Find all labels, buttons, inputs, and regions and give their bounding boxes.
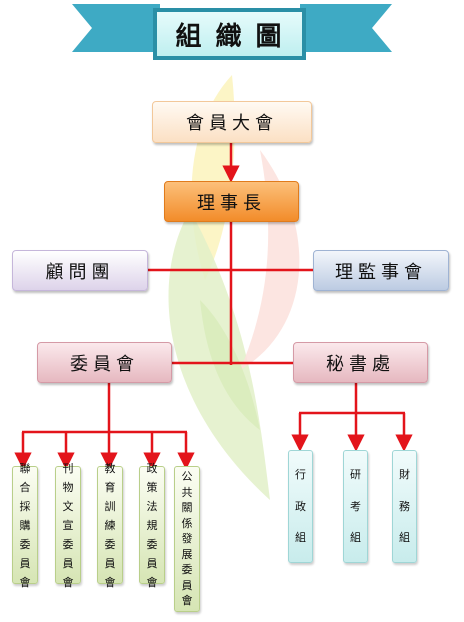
committee-char: 委 — [104, 537, 116, 551]
node-general-assembly: 會員大會 — [152, 101, 312, 143]
node-secretariat: 秘書處 — [293, 342, 428, 383]
ribbon-right-tail — [300, 4, 392, 52]
committee-char: 員 — [19, 556, 31, 570]
committee-char: 會 — [181, 594, 193, 608]
title-ribbon — [72, 4, 392, 60]
committee-char: 員 — [146, 556, 158, 570]
node-committees-label: 委員會 — [70, 353, 139, 375]
section-char: 政 — [295, 499, 306, 513]
committee-char: 購 — [19, 518, 31, 532]
committee-char: 訓 — [104, 499, 116, 513]
committee-box: 政 策 法 規 委 員 會 — [139, 462, 165, 589]
committee-box: 聯 合 採 購 委 員 會 — [12, 462, 38, 589]
node-board-of-supervisors: 理監事會 — [313, 250, 449, 291]
section-box: 研 考 組 — [343, 450, 368, 563]
committee-char: 關 — [181, 501, 193, 515]
committee-char: 聯 — [19, 461, 31, 475]
committee-char: 會 — [19, 575, 31, 589]
node-chairman: 理事長 — [164, 181, 299, 222]
committee-char: 會 — [62, 575, 74, 589]
committee-char: 發 — [181, 532, 193, 546]
section-char: 組 — [350, 530, 361, 544]
committee-char: 委 — [146, 537, 158, 551]
committee-char: 共 — [181, 485, 193, 499]
node-secretariat-label: 秘書處 — [326, 353, 395, 375]
committee-char: 練 — [104, 518, 116, 532]
node-advisory-group: 顧問團 — [12, 250, 148, 291]
committee-char: 政 — [146, 461, 158, 475]
committee-char: 委 — [62, 537, 74, 551]
committee-char: 係 — [181, 516, 193, 530]
committee-box: 公 共 關 係 發 展 委 員 會 — [174, 466, 200, 612]
committee-char: 物 — [62, 480, 74, 494]
node-advisory-group-label: 顧問團 — [45, 261, 115, 283]
section-char: 組 — [295, 530, 306, 544]
committee-char: 規 — [146, 518, 158, 532]
page-title-text: 組織圖 — [175, 21, 296, 52]
ribbon-left-tail — [72, 4, 160, 52]
committee-char: 公 — [181, 470, 193, 484]
section-char: 務 — [399, 499, 410, 513]
section-box: 行 政 組 — [288, 450, 313, 563]
section-char: 研 — [350, 468, 361, 482]
section-char: 考 — [350, 499, 361, 513]
section-box: 財 務 組 — [392, 450, 417, 563]
committee-char: 展 — [181, 547, 193, 561]
section-char: 行 — [295, 468, 306, 482]
committee-char: 策 — [146, 480, 158, 494]
node-board-of-supervisors-label: 理監事會 — [335, 261, 427, 283]
section-char: 財 — [399, 468, 410, 482]
committee-char: 刊 — [62, 461, 74, 475]
committee-box: 教 育 訓 練 委 員 會 — [97, 462, 123, 589]
node-chairman-label: 理事長 — [197, 192, 266, 214]
committee-char: 法 — [146, 499, 158, 513]
node-committees: 委員會 — [37, 342, 172, 383]
committee-char: 合 — [19, 480, 31, 494]
committee-char: 會 — [104, 575, 116, 589]
committee-char: 員 — [181, 578, 193, 592]
page-title: 組織圖 — [153, 8, 306, 60]
committee-char: 員 — [62, 556, 74, 570]
committee-char: 育 — [104, 480, 116, 494]
committee-char: 委 — [181, 563, 193, 577]
committee-char: 委 — [19, 537, 31, 551]
committee-char: 教 — [104, 461, 116, 475]
committee-char: 會 — [146, 575, 158, 589]
committee-char: 員 — [104, 556, 116, 570]
section-char: 組 — [399, 530, 410, 544]
committee-char: 文 — [62, 499, 74, 513]
committee-char: 宣 — [62, 518, 74, 532]
node-general-assembly-label: 會員大會 — [186, 113, 278, 134]
committee-char: 採 — [19, 499, 31, 513]
committee-box: 刊 物 文 宣 委 員 會 — [55, 462, 81, 589]
